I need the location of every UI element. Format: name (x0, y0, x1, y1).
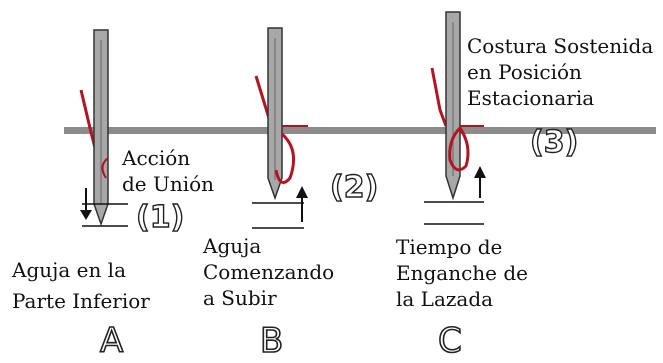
throat-plate-line (64, 127, 656, 134)
panel-b-drawing (252, 27, 308, 229)
panel-b-caption-line-1: Aguja (203, 234, 262, 258)
panel-a-thread-loop (101, 157, 109, 179)
panel-a-number: (1) (135, 200, 185, 235)
panel-c-caption-line-3: la Lazada (396, 287, 494, 311)
panel-a-drawing (79, 29, 128, 227)
panel-b-number: (2) (329, 170, 379, 205)
panel-c-caption-line-2: Enganche de (396, 261, 529, 285)
panel-a-caption-line-1: Aguja en la (12, 258, 127, 282)
panel-a-caption-line-2: Parte Inferior (12, 289, 150, 313)
panel-c-note-line-1: Costura Sostenida (467, 34, 654, 58)
panel-b-letter: B (259, 321, 284, 361)
panel-a-letter: A (99, 321, 124, 361)
panel-b-thread-loop (274, 132, 296, 184)
panel-b-caption-line-2: Comenzando (203, 260, 335, 284)
panel-a-note-line-1: Acción (122, 146, 191, 170)
panel-c-drawing (424, 11, 486, 225)
panel-c-thread-loop (448, 126, 470, 172)
panel-c-note: Costura Sostenida en Posición Estacionar… (467, 33, 653, 111)
panel-a-caption: Aguja en la Parte Inferior (12, 257, 150, 314)
panel-b-caption-line-3: a Subir (203, 286, 277, 310)
panel-c-thread (430, 67, 448, 127)
panel-b-caption: Aguja Comenzando a Subir (203, 233, 334, 311)
panel-b-up-arrow-head (296, 186, 308, 198)
panel-c-note-line-2: en Posición (467, 60, 582, 84)
panel-c-up-arrow-head (474, 166, 486, 178)
panel-c-number: (3) (529, 125, 579, 160)
panel-a-note: Acción de Unión (122, 145, 214, 197)
panel-c-letter: C (437, 321, 462, 361)
panel-a-down-arrow-head (80, 210, 92, 220)
panel-a-note-line-2: de Unión (122, 172, 215, 196)
panel-c-caption-line-1: Tiempo de (396, 235, 503, 259)
panel-c-caption: Tiempo de Enganche de la Lazada (396, 234, 528, 312)
panel-c-note-line-3: Estacionaria (467, 86, 595, 110)
